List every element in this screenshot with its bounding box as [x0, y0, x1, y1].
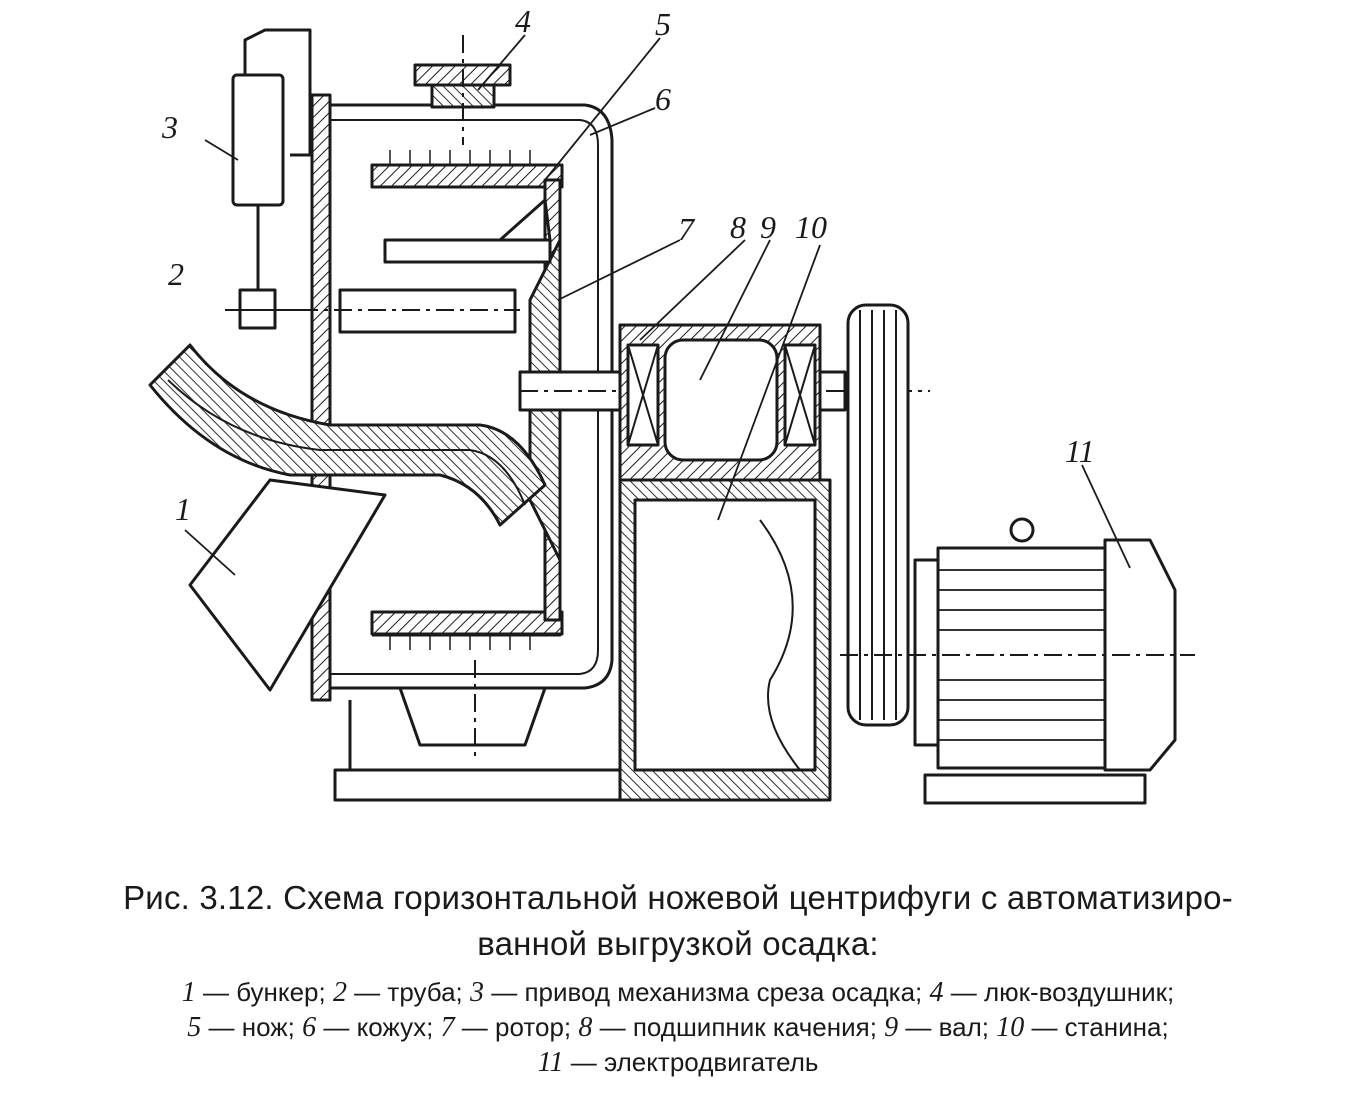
caption-title-line-2: ванной выгрузкой осадка: — [477, 925, 879, 962]
leader-lines — [184, 34, 1131, 576]
callout-8: 8 — [730, 209, 746, 245]
air-hatch-part — [413, 35, 512, 145]
legend-text-11: электродвигатель — [603, 1047, 819, 1077]
bearing-part — [618, 323, 822, 482]
callout-2: 2 — [168, 256, 184, 292]
legend-text-3: привод механизма среза осадка — [524, 977, 916, 1007]
hopper-part — [188, 478, 387, 692]
legend-num-10: 10 — [996, 1012, 1025, 1043]
legend-num-4: 4 — [929, 977, 944, 1008]
legend-text-4: люк-воздушник — [983, 977, 1167, 1007]
legend-text-2: труба — [387, 977, 456, 1007]
legend-text-1: бункер — [236, 977, 319, 1007]
legend-num-1: 1 — [181, 977, 196, 1008]
legend-text-6: кожух — [356, 1012, 427, 1042]
frame-part — [618, 478, 832, 802]
callout-7: 7 — [678, 211, 696, 247]
centrifuge-diagram: 1 2 3 4 5 6 7 8 9 10 11 — [148, 3, 1195, 805]
legend-num-9: 9 — [884, 1012, 899, 1043]
caption-legend: 1 — бункер; 2 — труба; 3 — привод механи… — [0, 975, 1356, 1080]
base-frame — [333, 700, 622, 802]
legend-num-3: 3 — [469, 977, 484, 1008]
legend-num-5: 5 — [187, 1012, 202, 1043]
legend-num-8: 8 — [578, 1012, 593, 1043]
legend-text-10: станина — [1064, 1012, 1162, 1042]
legend-line-3: 11 — электродвигатель — [537, 1047, 819, 1078]
legend-text-8: подшипник качения — [632, 1012, 870, 1042]
legend-text-9: вал — [938, 1012, 982, 1042]
callout-4: 4 — [515, 3, 531, 39]
discharge-chute — [398, 660, 547, 760]
legend-num-2: 2 — [332, 977, 347, 1008]
knife-part — [300, 198, 552, 334]
caption-title-line-1: Рис. 3.12. Схема горизонтальной ножевой … — [123, 879, 1233, 916]
legend-line-1: 1 — бункер; 2 — труба; 3 — привод механи… — [181, 977, 1175, 1008]
callout-9: 9 — [760, 209, 776, 245]
feed-pipe-part — [148, 343, 547, 527]
legend-text-5: нож — [241, 1012, 288, 1042]
callout-1: 1 — [175, 491, 191, 527]
callout-10: 10 — [795, 209, 827, 245]
figure-caption: Рис. 3.12. Схема горизонтальной ножевой … — [0, 875, 1356, 1080]
callout-11: 11 — [1065, 433, 1095, 469]
legend-num-7: 7 — [440, 1012, 455, 1043]
pulley-part — [846, 303, 910, 727]
legend-num-6: 6 — [302, 1012, 317, 1043]
callout-6: 6 — [655, 81, 671, 117]
callout-5: 5 — [655, 6, 671, 42]
legend-text-7: ротор — [495, 1012, 564, 1042]
knife-drive-part — [225, 28, 312, 330]
legend-line-2: 5 — нож; 6 — кожух; 7 — ротор; 8 — подши… — [187, 1012, 1169, 1043]
motor-part — [840, 517, 1195, 805]
callout-3: 3 — [161, 109, 178, 145]
legend-num-11: 11 — [537, 1047, 564, 1078]
